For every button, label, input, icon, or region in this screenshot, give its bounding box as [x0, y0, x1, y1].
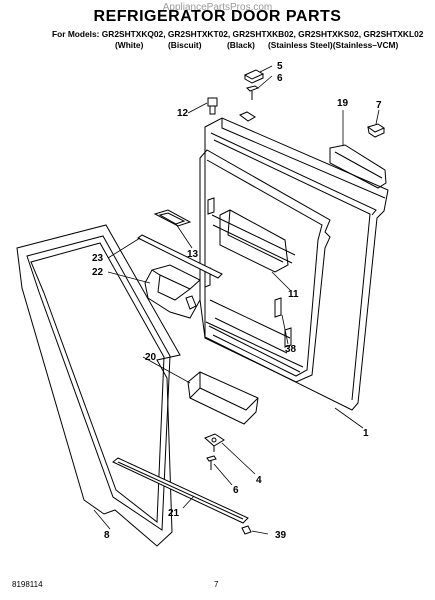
part-23-trim — [137, 234, 223, 279]
callout-1: 1 — [363, 428, 369, 439]
callout-22: 22 — [92, 267, 104, 278]
part-12-screw — [207, 97, 218, 115]
page-number: 7 — [214, 580, 219, 589]
watermark: AppliancePartsPros.com — [162, 2, 273, 13]
callout-8: 8 — [104, 530, 110, 541]
callout-6-top: 6 — [277, 73, 283, 84]
part-6-screw-top — [246, 85, 260, 100]
part-5-cap — [243, 69, 265, 84]
part-20-door-bin — [187, 371, 259, 425]
callout-23: 23 — [92, 253, 104, 264]
callout-6-bottom: 6 — [233, 485, 239, 496]
callout-39: 39 — [275, 530, 287, 541]
door-panel — [199, 111, 389, 411]
part-4-hinge — [204, 433, 225, 452]
callout-38: 38 — [285, 344, 297, 355]
callout-12: 12 — [177, 108, 189, 119]
callout-20: 20 — [145, 352, 157, 363]
models-line: For Models: GR2SHTXKQ02, GR2SHTXKT02, GR… — [52, 29, 424, 39]
callout-11: 11 — [288, 289, 299, 300]
doc-number: 8198114 — [12, 580, 43, 589]
part-22-dairy-bin — [144, 264, 201, 319]
part-39-clip — [241, 525, 252, 535]
color-white: (White) — [115, 40, 144, 50]
color-stainless: (Stainless Steel)(Stainless–VCM) — [268, 40, 399, 50]
page-title: REFRIGERATOR DOOR PARTS — [93, 8, 342, 25]
callout-13: 13 — [187, 249, 199, 260]
part-7-plug — [366, 123, 386, 138]
color-biscuit: (Biscuit) — [168, 40, 202, 50]
part-21-strip — [112, 457, 249, 524]
callout-19: 19 — [337, 98, 349, 109]
part-6-screw-bottom — [206, 455, 217, 470]
callout-4: 4 — [256, 475, 262, 486]
door-gasket — [16, 224, 181, 547]
color-black: (Black) — [227, 40, 255, 50]
callout-21: 21 — [168, 508, 180, 519]
callout-7: 7 — [376, 100, 382, 111]
part-13-retainer — [153, 209, 192, 227]
callout-5: 5 — [277, 61, 283, 72]
